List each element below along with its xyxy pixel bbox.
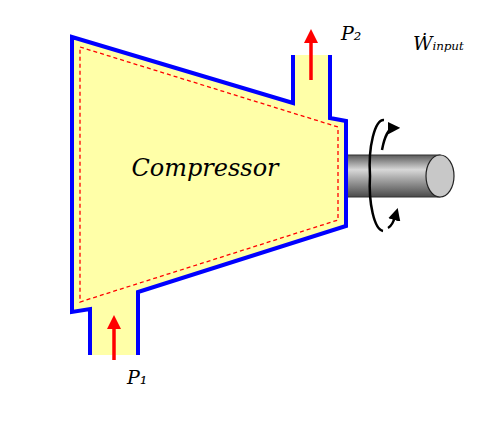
pressure-label: P₂ <box>341 24 361 43</box>
pressure-label: P₁ <box>127 368 147 387</box>
drive-shaft <box>340 155 454 197</box>
outlet-flow-arrow <box>309 36 313 80</box>
power-label: Ẇᵢₙₚᵤₜ <box>413 34 464 53</box>
compressor-casing <box>72 37 346 355</box>
inlet-flow-arrow <box>112 322 116 360</box>
compressor-label-box: Compressor <box>80 128 330 208</box>
component-name: Compressor <box>131 154 278 182</box>
control-volume <box>80 47 338 302</box>
compressor-body <box>72 37 346 355</box>
rotation-arrow <box>370 120 396 231</box>
